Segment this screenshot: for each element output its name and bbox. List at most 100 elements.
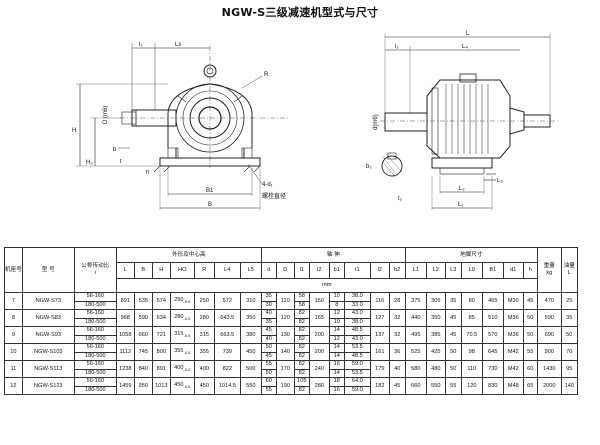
weight-unit: kg bbox=[546, 270, 553, 276]
cell-t1-value: 38.0 bbox=[345, 317, 370, 326]
cell-B1: 465 bbox=[481, 292, 504, 310]
cell-HO-tolerance: -0.5 bbox=[183, 384, 191, 390]
cell-HO-value: 355 bbox=[174, 347, 184, 354]
col-header: b1 bbox=[328, 262, 345, 279]
cell-d-value: 30 bbox=[262, 300, 276, 309]
dim-ls-label: Ls bbox=[175, 42, 181, 48]
cell-L4: 572 bbox=[213, 292, 241, 310]
cell-B1: 510 bbox=[481, 309, 504, 327]
cell-HO-tolerance: -0.5 bbox=[183, 367, 191, 373]
cell-HO-tolerance: -0.5 bbox=[183, 350, 191, 356]
cell-L0: 110 bbox=[460, 360, 483, 378]
bolt-diameter-label: 螺栓直径 bbox=[262, 192, 286, 200]
cell-l2: 165 bbox=[308, 309, 330, 327]
cell-b2: 32 bbox=[388, 309, 406, 327]
cell-HO-tolerance: -0.5 bbox=[183, 316, 191, 322]
cell-B1: 830 bbox=[481, 377, 504, 395]
col-header: b2 bbox=[388, 262, 406, 279]
cell-t1-value: 59.0 bbox=[345, 385, 370, 394]
col-header: L4 bbox=[213, 262, 241, 279]
cell-B1: 730 bbox=[481, 360, 504, 378]
cell-L: 968 bbox=[115, 309, 135, 327]
cell-L3: 50 bbox=[444, 360, 462, 378]
col-header: h bbox=[522, 262, 538, 279]
dim-d-label: D (m6) bbox=[103, 106, 109, 124]
cell-b1-value: 16 bbox=[333, 361, 340, 368]
cell-L1: 495 bbox=[404, 326, 427, 344]
cell-d1: M48 bbox=[502, 377, 524, 395]
cell-R: 250 bbox=[193, 292, 215, 310]
cell-t1-value: 33.0 bbox=[345, 300, 370, 309]
cell-weight: 1430 bbox=[536, 360, 562, 378]
cell-L1: 580 bbox=[404, 360, 427, 378]
cell-L2: 350 bbox=[425, 309, 446, 327]
cell-H: 1013 bbox=[151, 377, 171, 395]
cell-L1: 440 bbox=[404, 309, 427, 327]
cell-l1-value: 58 bbox=[298, 293, 305, 300]
oil-unit: L bbox=[567, 270, 571, 276]
cell-l1-value: 82 bbox=[295, 334, 309, 343]
dim-l2-foot-label: L₂ bbox=[459, 186, 465, 192]
cell-d1: M36 bbox=[502, 326, 524, 344]
dim-l3-label: L₃ bbox=[497, 178, 503, 184]
page-title: NGW-S三级减速机型式与尺寸 bbox=[221, 6, 379, 19]
dim-l-label: L bbox=[466, 31, 470, 37]
dim-l4-label: L₄ bbox=[462, 44, 468, 50]
cell-oil: 140 bbox=[560, 377, 578, 395]
cell-oil: 35 bbox=[560, 309, 578, 327]
cell-D: 120 bbox=[275, 309, 295, 327]
cell-t1-value: 38.0 bbox=[351, 293, 363, 300]
cell-L3: 35 bbox=[444, 292, 462, 310]
dim-h0-label: H₀ bbox=[86, 160, 93, 166]
cell-HO-value: 400 bbox=[174, 364, 184, 371]
cell-b1-value: 10 bbox=[333, 293, 340, 300]
cell-frame: 12 bbox=[4, 377, 23, 395]
cell-b1-value: 8 bbox=[330, 300, 344, 309]
cell-L: 1459 bbox=[115, 377, 135, 395]
cell-h: 55 bbox=[522, 343, 538, 361]
cell-t1-value: 43.0 bbox=[345, 334, 370, 343]
cell-HO-tolerance: -0.5 bbox=[183, 299, 191, 305]
dim-d1-label: 4-d₁ bbox=[262, 182, 273, 188]
cell-l2-b: 161 bbox=[369, 343, 390, 361]
cell-l1-value: 82 bbox=[298, 310, 305, 317]
dim-h-small-label: h bbox=[146, 170, 149, 176]
oil-header-text: 油量 bbox=[563, 263, 575, 269]
cell-L5: 350 bbox=[239, 309, 262, 327]
front-view-drawing: l₁ Ls R H H₀ D (m6) b t h B1 B 4-d₁ 螺栓直径 bbox=[72, 42, 290, 210]
cell-t1-value: 43.0 bbox=[351, 310, 363, 317]
cell-ratio-value: 180-500 bbox=[75, 368, 116, 377]
cell-l1-value: 82 bbox=[295, 351, 309, 360]
cell-l2: 240 bbox=[308, 360, 330, 378]
outer-dims-header: 外形及中心高 bbox=[115, 247, 262, 263]
col-header: t1 bbox=[343, 262, 371, 279]
cell-L3: 50 bbox=[444, 343, 462, 361]
cell-b1-value: 10 bbox=[330, 317, 344, 326]
cell-frame: 8 bbox=[4, 309, 23, 327]
cell-model: NGW-S83 bbox=[21, 309, 75, 327]
col-frame-header: 机座号 bbox=[4, 247, 23, 293]
cell-l2: 200 bbox=[308, 343, 330, 361]
cell-b2: 40 bbox=[388, 360, 406, 378]
cell-d-value: 55 bbox=[265, 361, 272, 368]
cell-l1-value: 105 bbox=[297, 378, 307, 385]
cell-HO-tolerance: -0.5 bbox=[183, 333, 191, 339]
cell-L3: 45 bbox=[444, 309, 462, 327]
cell-d-value: 50 bbox=[262, 368, 276, 377]
cell-d1: M30 bbox=[502, 292, 524, 310]
cell-HO-value: 250 bbox=[174, 296, 184, 303]
